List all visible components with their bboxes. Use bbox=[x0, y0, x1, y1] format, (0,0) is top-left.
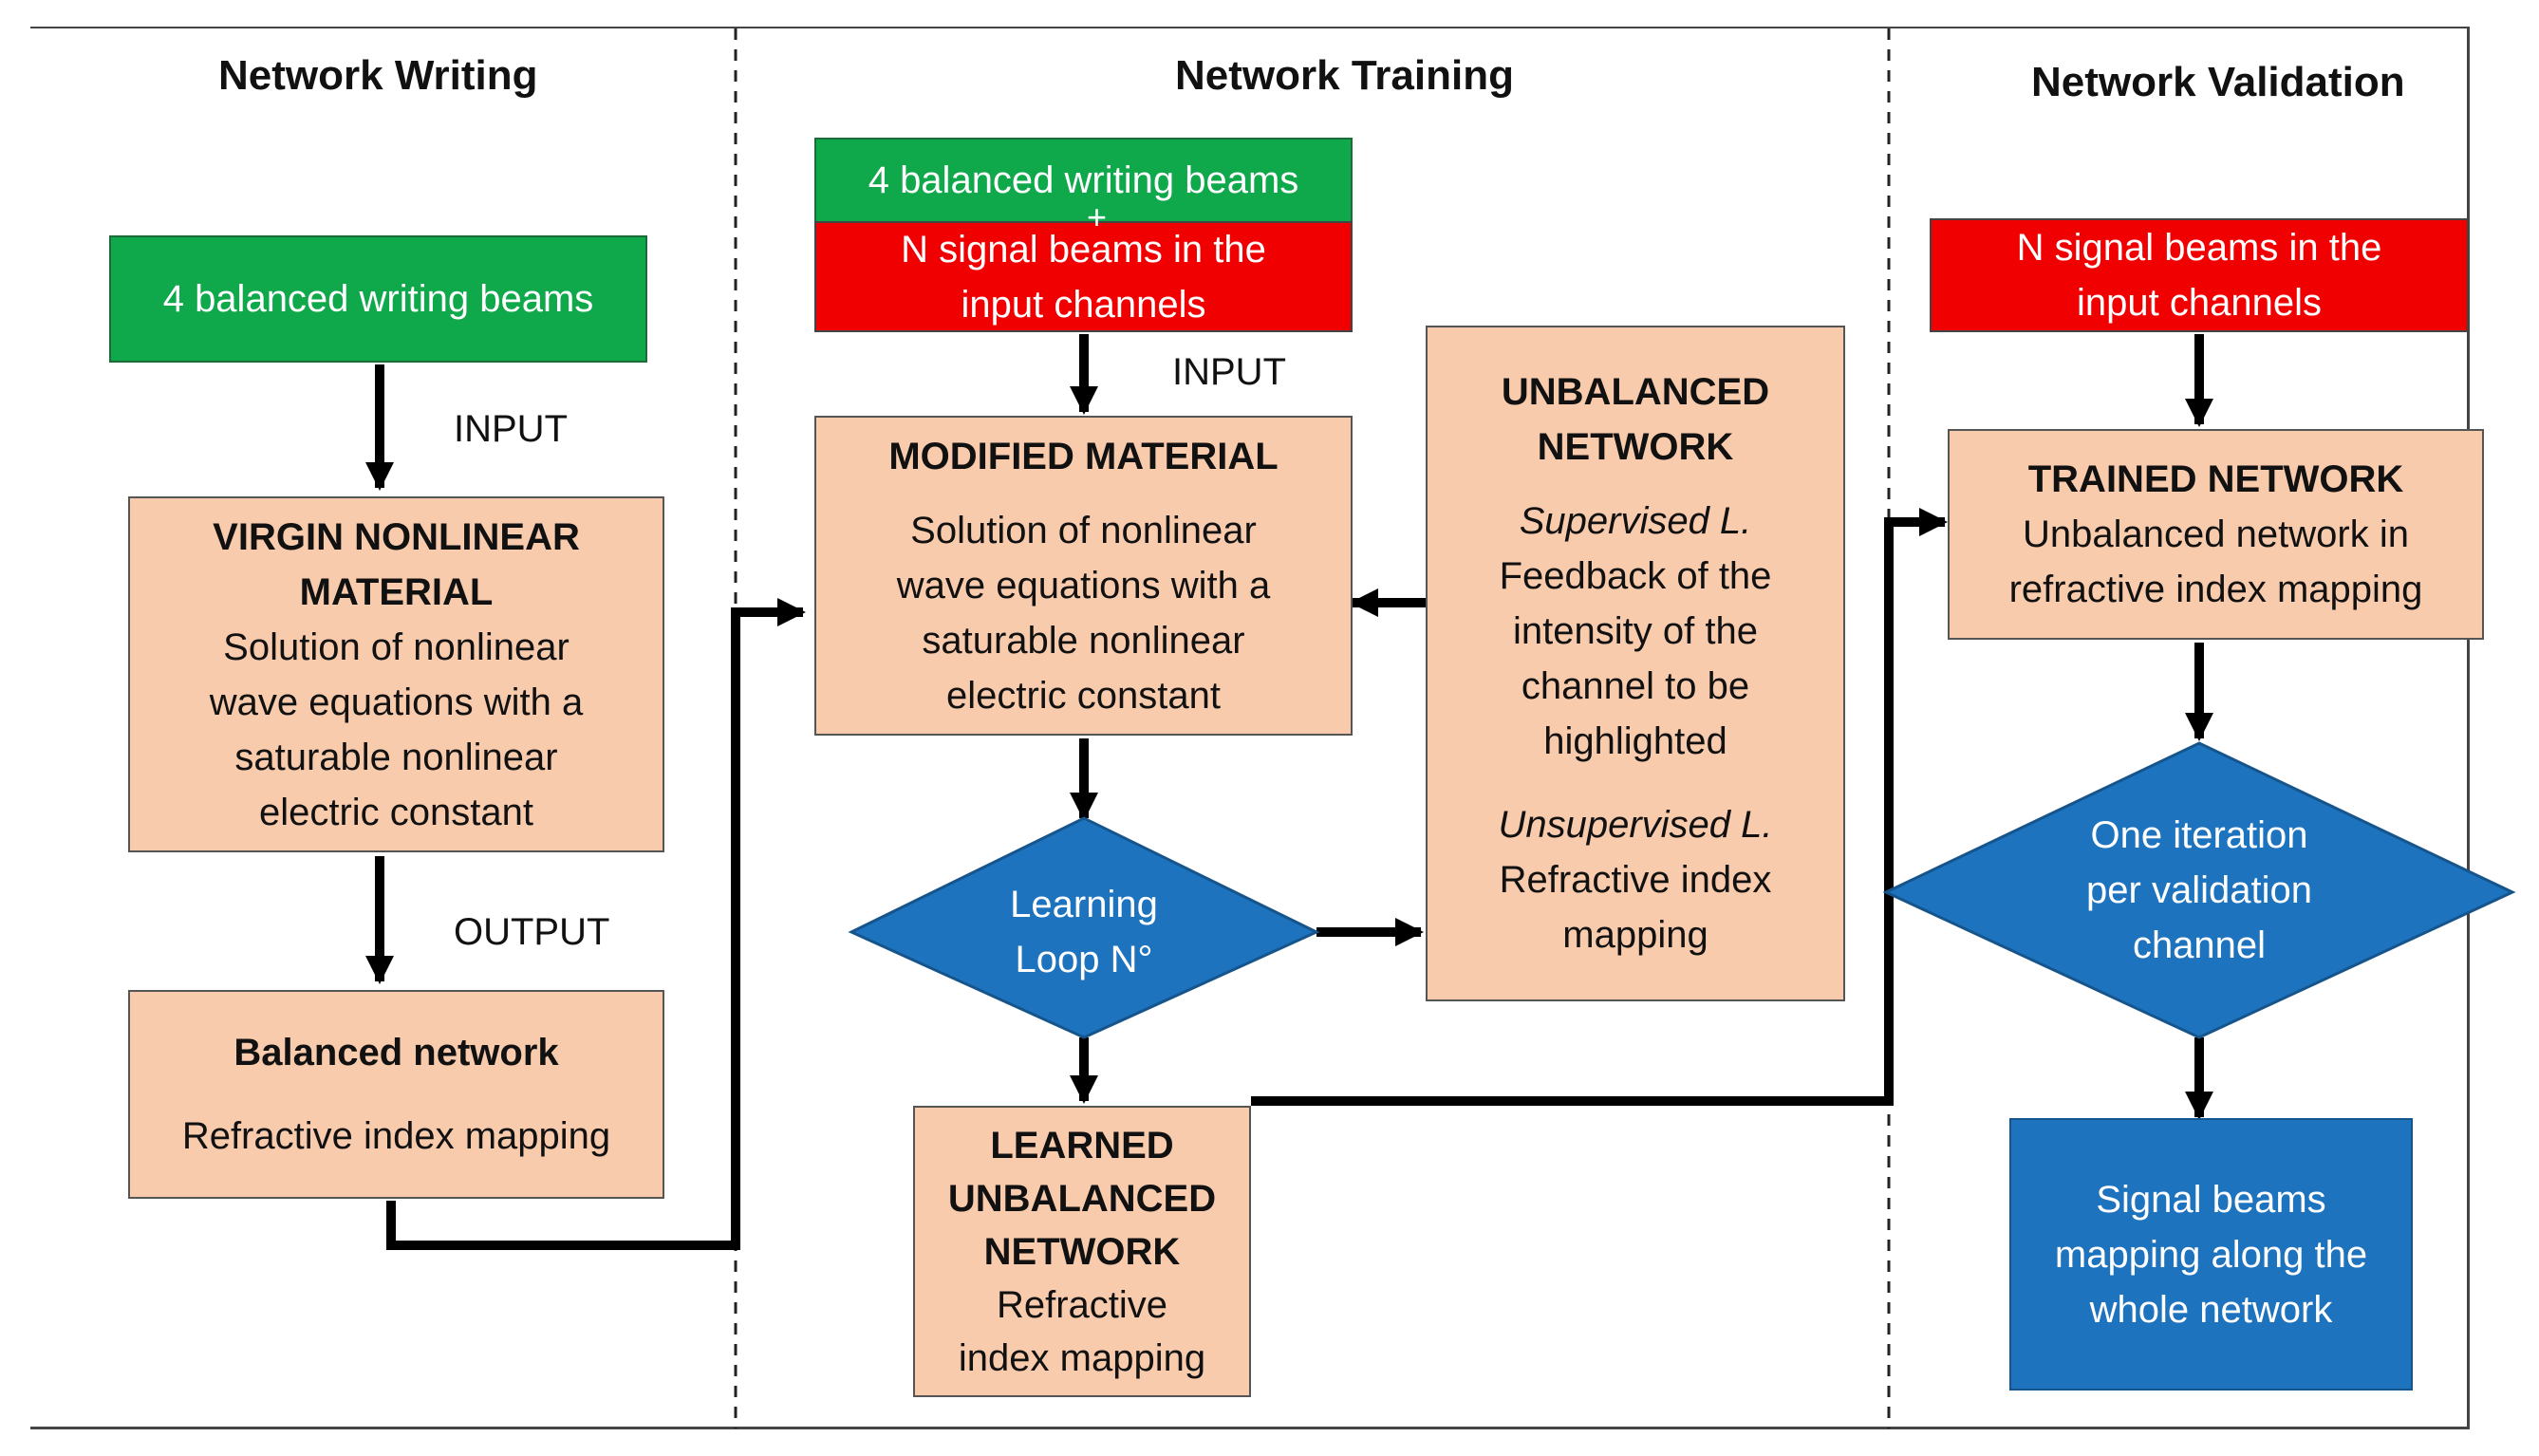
writing-output-label: OUTPUT bbox=[454, 911, 610, 953]
supervised-label: Supervised L. bbox=[1519, 500, 1752, 542]
section-title-training: Network Training bbox=[1175, 52, 1514, 99]
trained-network-title: TRAINED NETWORK bbox=[2027, 458, 2404, 500]
validation-iteration-line: channel bbox=[2132, 924, 2267, 966]
modified-material-line: Solution of nonlinear bbox=[910, 509, 1257, 551]
learning-loop-diamond bbox=[848, 816, 1320, 1039]
validation-signal-line: input channels bbox=[2077, 282, 2322, 324]
unbalanced-network-title-2: NETWORK bbox=[1537, 426, 1734, 468]
arrow-balanced-to-modified bbox=[386, 598, 806, 1250]
validation-iteration-line: One iteration bbox=[2090, 814, 2308, 856]
trained-network-line: refractive index mapping bbox=[2008, 569, 2423, 610]
training-beams-box: 4 balanced writing beams bbox=[814, 138, 1353, 223]
validation-signal-line: N signal beams in the bbox=[2016, 227, 2382, 269]
learned-network-box: LEARNED UNBALANCED NETWORK Refractive in… bbox=[913, 1106, 1251, 1397]
plus-sign: + bbox=[1087, 197, 1108, 236]
signal-mapping-line: whole network bbox=[2089, 1288, 2333, 1331]
validation-iteration-label: One iteration per validation channel bbox=[2019, 805, 2380, 976]
arrow-learned-to-trained bbox=[1251, 508, 1948, 1106]
virgin-material-title-1: VIRGIN NONLINEAR bbox=[213, 515, 580, 558]
unsupervised-line: mapping bbox=[1562, 914, 1708, 956]
diagram-frame bbox=[30, 27, 2470, 1429]
section-title-validation: Network Validation bbox=[2031, 59, 2405, 105]
virgin-material-line: electric constant bbox=[258, 791, 534, 833]
training-signal-box: N signal beams in the input channels bbox=[814, 221, 1353, 332]
writing-beams-box: 4 balanced writing beams bbox=[109, 235, 647, 363]
virgin-material-title-2: MATERIAL bbox=[299, 570, 494, 613]
modified-material-line: wave equations with a bbox=[896, 564, 1271, 607]
trained-network-line: Unbalanced network in bbox=[2023, 513, 2409, 555]
writing-beams-label: 4 balanced writing beams bbox=[162, 278, 594, 320]
training-beams-label: 4 balanced writing beams bbox=[868, 159, 1299, 201]
training-input-label: INPUT bbox=[1172, 351, 1286, 393]
learned-network-title-1: LEARNED bbox=[990, 1124, 1174, 1167]
writing-input-label: INPUT bbox=[454, 408, 568, 450]
supervised-line: highlighted bbox=[1543, 720, 1727, 762]
virgin-material-line: Solution of nonlinear bbox=[223, 625, 569, 668]
learned-network-line: index mapping bbox=[958, 1336, 1206, 1379]
balanced-network-title: Balanced network bbox=[233, 1032, 559, 1073]
modified-material-line: saturable nonlinear bbox=[922, 619, 1245, 662]
signal-mapping-box: Signal beams mapping along the whole net… bbox=[2009, 1118, 2413, 1391]
virgin-material-line: saturable nonlinear bbox=[234, 736, 558, 778]
validation-iteration-line: per validation bbox=[2086, 869, 2312, 911]
unsupervised-line: Refractive index bbox=[1499, 859, 1772, 901]
signal-mapping-line: mapping along the bbox=[2054, 1233, 2368, 1276]
supervised-line: channel to be bbox=[1521, 665, 1750, 707]
virgin-material-box: VIRGIN NONLINEAR MATERIAL Solution of no… bbox=[128, 496, 664, 852]
unsupervised-label: Unsupervised L. bbox=[1498, 804, 1773, 846]
modified-material-line: electric constant bbox=[945, 674, 1222, 717]
learned-network-title-3: NETWORK bbox=[983, 1230, 1181, 1273]
unbalanced-network-title-1: UNBALANCED bbox=[1501, 371, 1770, 413]
learning-loop-line: Loop N° bbox=[1015, 939, 1153, 980]
section-title-writing: Network Writing bbox=[218, 52, 538, 99]
learning-loop-line: Learning bbox=[1010, 884, 1158, 925]
balanced-network-box: Balanced network Refractive index mappin… bbox=[128, 990, 664, 1199]
signal-mapping-line: Signal beams bbox=[2096, 1178, 2326, 1221]
training-signal-line: input channels bbox=[961, 283, 1206, 326]
supervised-line: intensity of the bbox=[1513, 610, 1758, 652]
trained-network-box: TRAINED NETWORK Unbalanced network in re… bbox=[1948, 429, 2484, 640]
training-signal-line: N signal beams in the bbox=[901, 228, 1266, 271]
learned-network-title-2: UNBALANCED bbox=[947, 1177, 1217, 1220]
learning-loop-label: Learning Loop N° bbox=[946, 875, 1222, 989]
supervised-line: Feedback of the bbox=[1499, 555, 1772, 597]
learned-network-line: Refractive bbox=[996, 1283, 1168, 1326]
unbalanced-network-box: UNBALANCED NETWORK Supervised L. Feedbac… bbox=[1426, 326, 1845, 1001]
virgin-material-line: wave equations with a bbox=[209, 681, 584, 723]
validation-signal-box: N signal beams in the input channels bbox=[1930, 218, 2469, 332]
modified-material-title: MODIFIED MATERIAL bbox=[888, 435, 1279, 477]
modified-material-box: MODIFIED MATERIAL Solution of nonlinear … bbox=[814, 416, 1353, 736]
validation-iteration-diamond bbox=[1882, 741, 2516, 1039]
balanced-network-text: Refractive index mapping bbox=[181, 1115, 611, 1157]
